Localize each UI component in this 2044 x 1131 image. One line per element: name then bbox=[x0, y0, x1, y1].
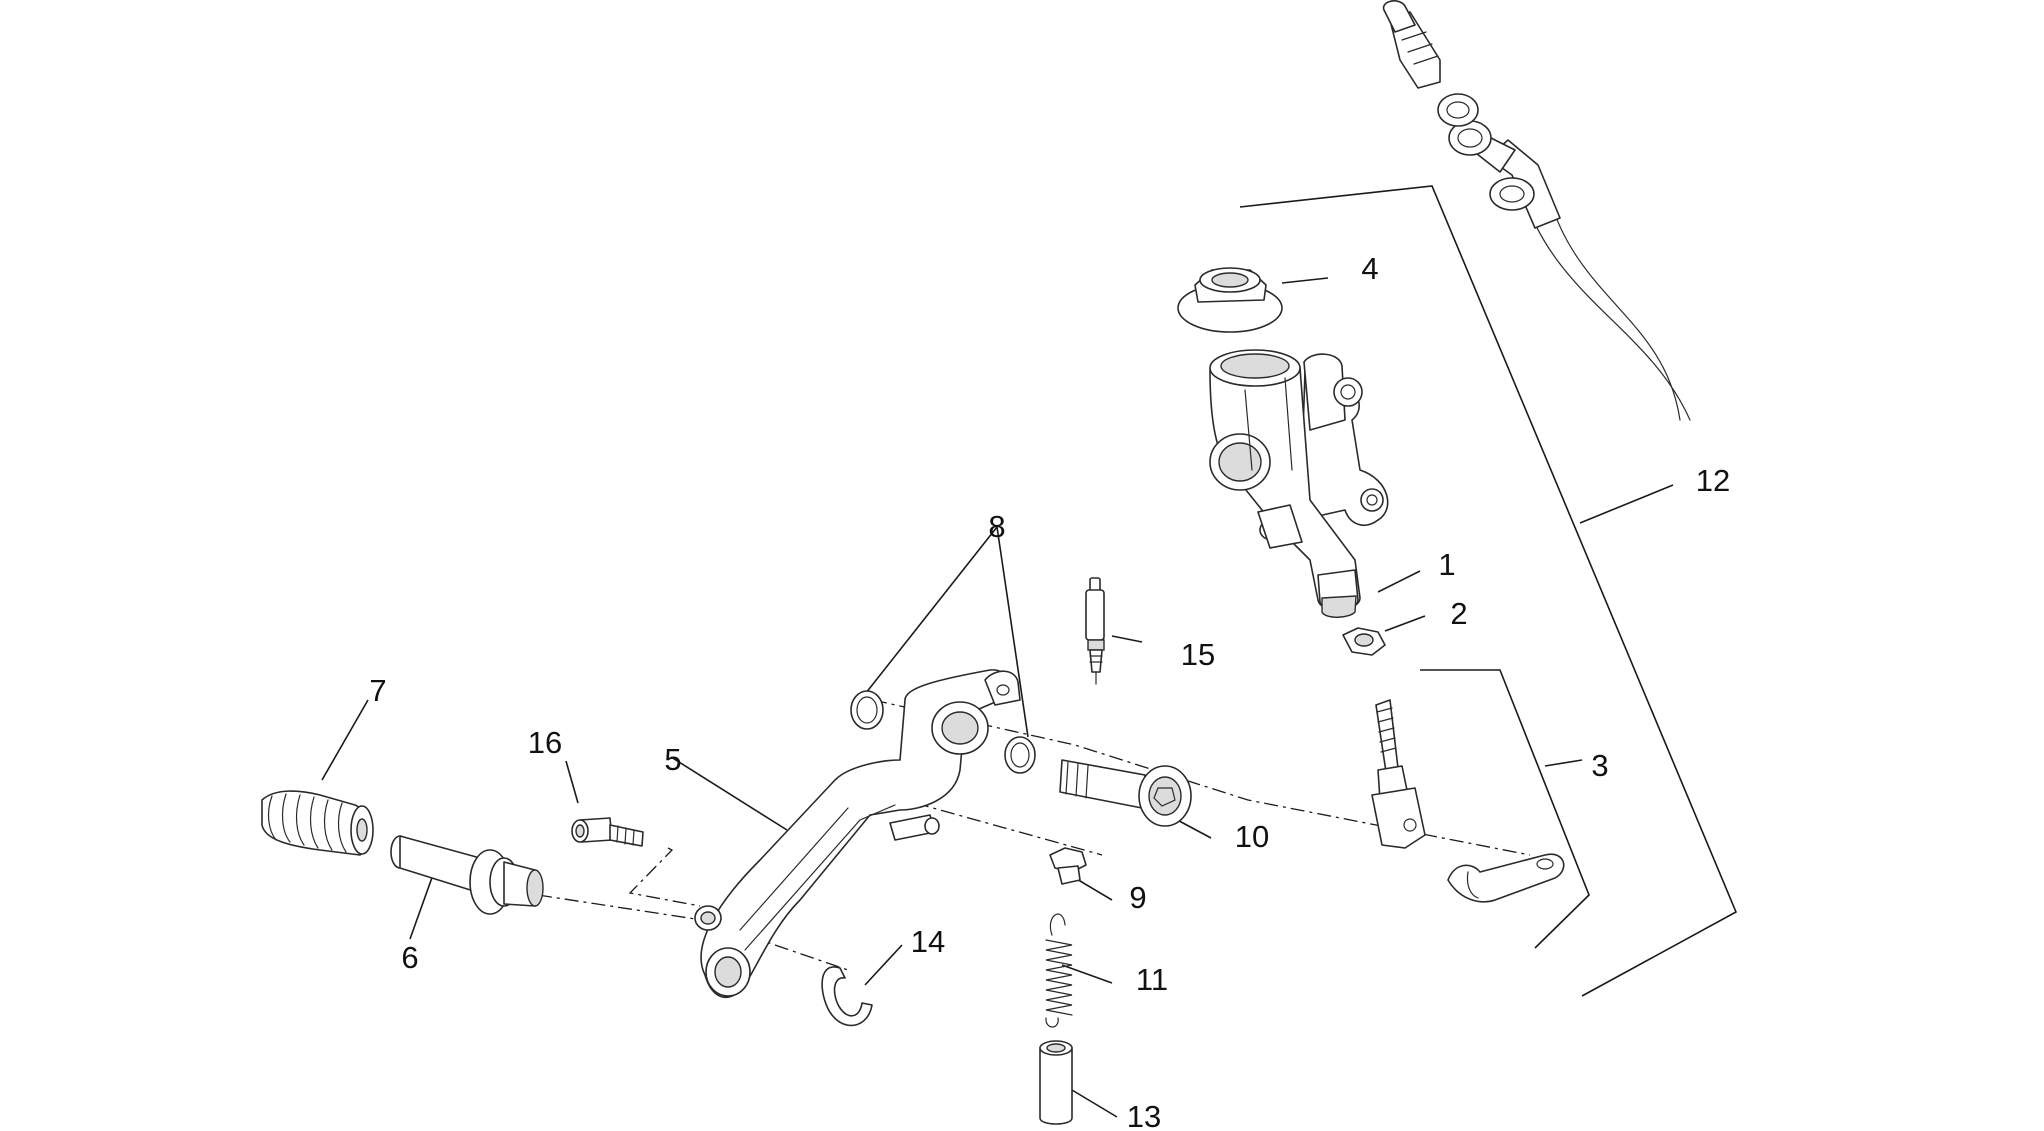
spring-part-11 bbox=[1045, 913, 1073, 1028]
master-cylinder-part-1 bbox=[1209, 349, 1389, 618]
callout-6: 6 bbox=[401, 940, 418, 975]
callout-12: 12 bbox=[1696, 463, 1730, 498]
reservoir-cap-part-4 bbox=[1177, 267, 1283, 333]
callout-labels: 1 2 3 4 5 6 7 8 9 10 11 12 13 14 15 16 bbox=[369, 251, 1730, 1131]
callout-4: 4 bbox=[1361, 251, 1378, 286]
callout-11: 11 bbox=[1136, 962, 1168, 997]
footpeg-pin-part-6 bbox=[390, 835, 544, 915]
callout-14: 14 bbox=[911, 924, 945, 959]
callout-8: 8 bbox=[988, 509, 1005, 544]
callout-10: 10 bbox=[1235, 819, 1269, 854]
push-rod-part-3 bbox=[1371, 699, 1565, 903]
callout-9: 9 bbox=[1129, 880, 1146, 915]
brake-pedal-part-5 bbox=[694, 669, 1021, 999]
rubber-boot-part-7 bbox=[261, 790, 374, 856]
callout-16: 16 bbox=[528, 725, 562, 760]
callout-2: 2 bbox=[1450, 596, 1467, 631]
sleeve-part-13 bbox=[1039, 1040, 1073, 1125]
bracket-lines bbox=[1239, 185, 1738, 997]
brake-hose-part-12 bbox=[1382, 0, 1691, 421]
callout-5: 5 bbox=[664, 742, 681, 777]
o-rings-part-8 bbox=[850, 690, 1036, 774]
callout-7: 7 bbox=[369, 673, 386, 708]
pivot-bolt-part-10 bbox=[1059, 759, 1192, 827]
brake-switch-part-15 bbox=[1085, 577, 1105, 685]
circlip-part-14 bbox=[821, 966, 873, 1027]
callout-13: 13 bbox=[1127, 1099, 1161, 1131]
nut-part-2 bbox=[1342, 627, 1386, 656]
screw-part-16 bbox=[571, 817, 644, 847]
callout-3: 3 bbox=[1591, 748, 1608, 783]
callout-15: 15 bbox=[1181, 637, 1215, 672]
adjuster-screw-part-9 bbox=[1049, 847, 1087, 885]
callout-1: 1 bbox=[1438, 547, 1455, 582]
